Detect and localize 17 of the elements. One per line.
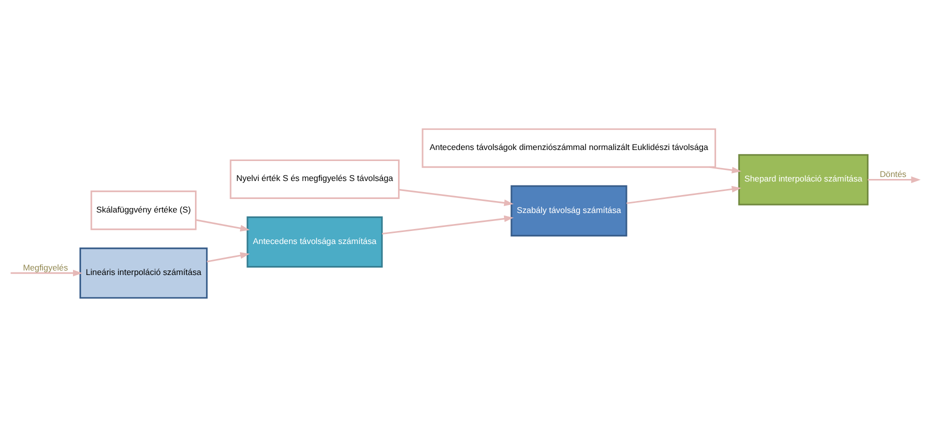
node-box: Lineáris interpoláció számítása	[79, 248, 208, 299]
arrow	[398, 188, 514, 206]
node-box: Skálafüggvény értéke (S)	[90, 190, 197, 230]
node-box: Szabály távolság számítása	[510, 185, 628, 236]
arrow	[626, 186, 742, 204]
arrow	[196, 219, 250, 232]
node-box: Antecedens távolsága számítása	[246, 216, 383, 268]
edge-label: Döntés	[880, 169, 906, 179]
arrow	[10, 270, 82, 276]
node-box: Shepard interpoláció számítása	[738, 154, 869, 206]
arrow	[206, 252, 250, 262]
arrow	[710, 166, 742, 174]
node-box: Nyelvi érték S és megfigyelés S távolsága	[230, 159, 400, 199]
arrow	[868, 176, 921, 184]
edge-label: Megfigyelés	[22, 262, 68, 272]
node-box: Antecedens távolságok dimenziószámmal normalizált Euklidészi távolsága	[422, 128, 716, 168]
arrow	[382, 215, 514, 235]
